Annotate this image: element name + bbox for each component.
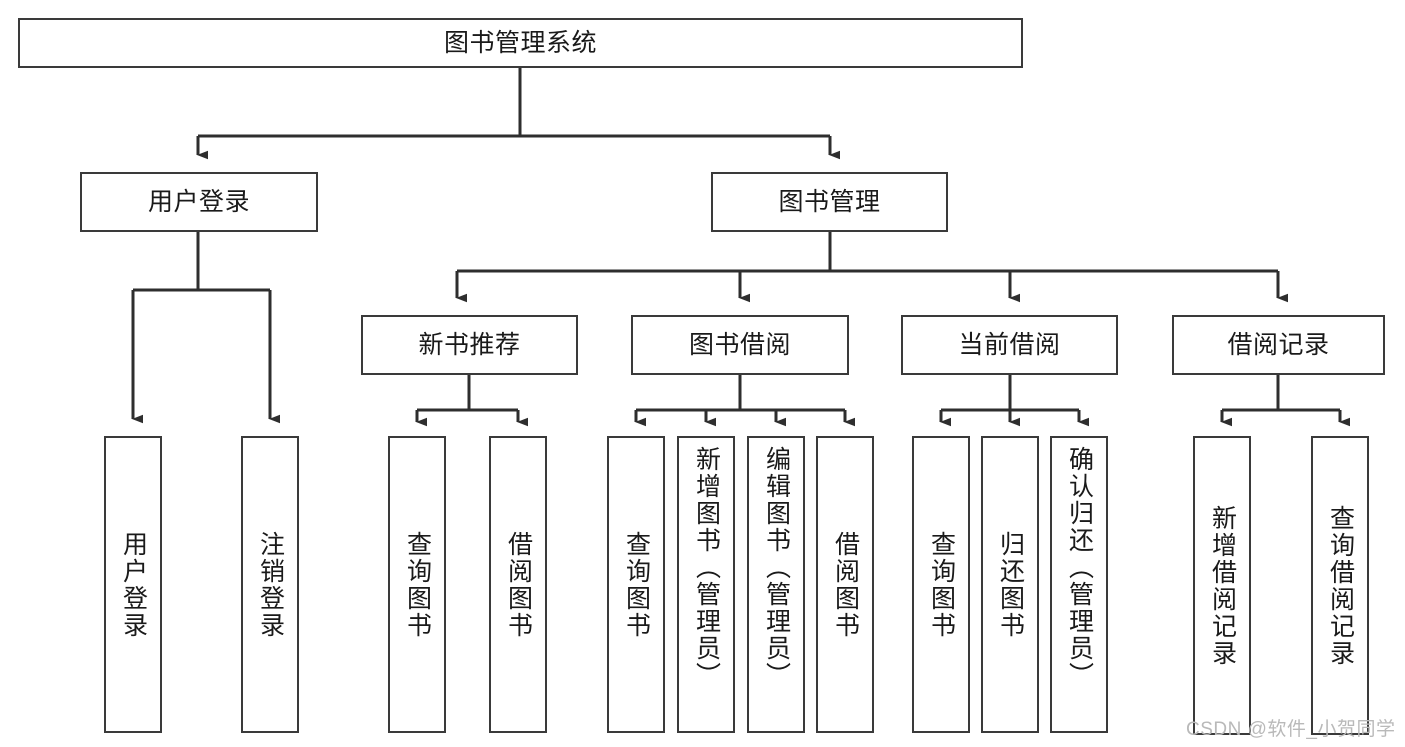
- node-label: 查询图书: [622, 530, 651, 639]
- node-label: 当前借阅: [958, 331, 1061, 359]
- leaf-user-login-signout[interactable]: 注销登录: [241, 436, 299, 733]
- leaf-current-return-book[interactable]: 归还图书: [981, 436, 1039, 733]
- leaf-records-add-record[interactable]: 新增借阅记录: [1193, 436, 1251, 735]
- node-label: 查询图书: [927, 530, 956, 639]
- node-label: 图书管理: [778, 188, 881, 216]
- leaf-current-confirm-return-admin[interactable]: 确认归还（管理员）: [1050, 436, 1108, 733]
- leaf-records-query-record[interactable]: 查询借阅记录: [1311, 436, 1369, 735]
- node-new-book-recommend[interactable]: 新书推荐: [361, 315, 578, 375]
- leaf-user-login-signin[interactable]: 用户登录: [104, 436, 162, 733]
- node-label: 新增借阅记录: [1208, 504, 1237, 667]
- node-label: 编辑图书（管理员）: [762, 446, 791, 689]
- node-label: 借阅图书: [831, 530, 860, 639]
- node-label: 确认归还（管理员）: [1065, 446, 1094, 689]
- csdn-watermark: CSDN @软件_小贺同学: [1186, 719, 1396, 740]
- leaf-current-query-book[interactable]: 查询图书: [912, 436, 970, 733]
- node-label: 查询借阅记录: [1326, 504, 1355, 667]
- node-label: 用户登录: [119, 530, 148, 639]
- node-label: 查询图书: [403, 530, 432, 639]
- node-label: 注销登录: [256, 530, 285, 639]
- node-root-system[interactable]: 图书管理系统: [18, 18, 1023, 68]
- node-label: 图书借阅: [688, 331, 791, 359]
- node-borrow-records[interactable]: 借阅记录: [1172, 315, 1385, 375]
- leaf-borrow-edit-book-admin[interactable]: 编辑图书（管理员）: [747, 436, 805, 733]
- node-label: 图书管理系统: [443, 29, 597, 57]
- node-user-login[interactable]: 用户登录: [80, 172, 318, 232]
- node-label: 新增图书（管理员）: [692, 446, 721, 689]
- node-book-borrow[interactable]: 图书借阅: [631, 315, 849, 375]
- node-label: 借阅记录: [1227, 331, 1330, 359]
- node-label: 新书推荐: [418, 331, 521, 359]
- node-label: 借阅图书: [504, 530, 533, 639]
- node-label: 归还图书: [996, 530, 1025, 639]
- leaf-new-book-borrow[interactable]: 借阅图书: [489, 436, 547, 733]
- node-current-borrow[interactable]: 当前借阅: [901, 315, 1118, 375]
- node-book-management[interactable]: 图书管理: [711, 172, 948, 232]
- node-label: 用户登录: [147, 188, 250, 216]
- leaf-borrow-borrow-book[interactable]: 借阅图书: [816, 436, 874, 733]
- leaf-borrow-add-book-admin[interactable]: 新增图书（管理员）: [677, 436, 735, 733]
- leaf-borrow-query-book[interactable]: 查询图书: [607, 436, 665, 733]
- leaf-new-book-query[interactable]: 查询图书: [388, 436, 446, 733]
